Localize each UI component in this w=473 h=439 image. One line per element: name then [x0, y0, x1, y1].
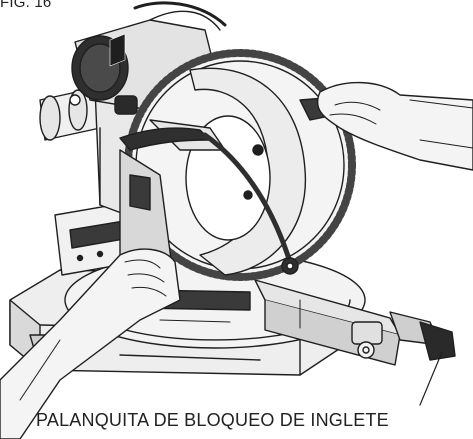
callout-leader-line: [419, 351, 443, 406]
left-hand-on-arm: [0, 248, 181, 439]
figure-number: FIG. 16: [0, 0, 52, 11]
miter-lock-lever-label: PALANQUITA DE BLOQUEO DE INGLETE: [36, 410, 389, 430]
right-hand-on-handle: [299, 81, 473, 171]
miter-lock-lever: [351, 311, 456, 361]
